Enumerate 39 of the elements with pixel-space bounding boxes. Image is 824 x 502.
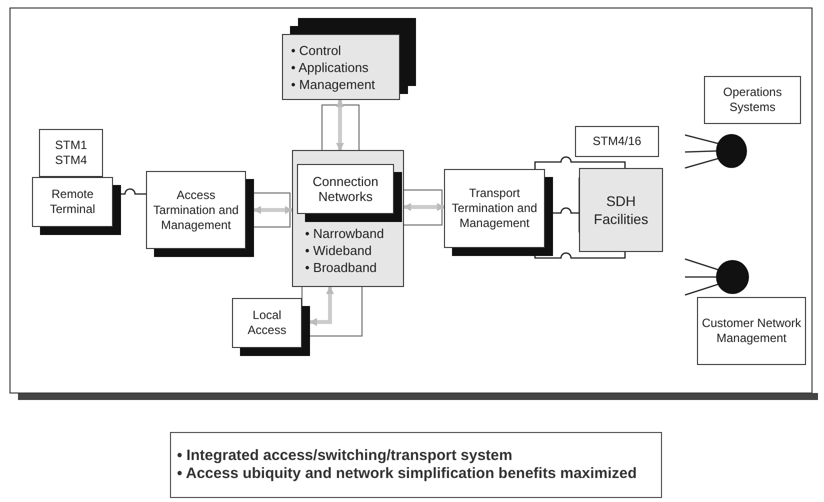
box-label: Remote Terminal <box>48 187 96 217</box>
box-label: Operations Systems <box>722 85 783 115</box>
interface-arrow <box>403 203 445 211</box>
system-box <box>704 76 801 124</box>
connector-line <box>684 157 720 169</box>
signal-rate-box <box>39 129 103 177</box>
connector-line <box>685 276 716 278</box>
box-label: STM4/16 <box>592 134 642 149</box>
connector-line <box>534 156 626 169</box>
connector-line <box>684 258 720 271</box>
connector-line <box>534 252 626 259</box>
interface-arrow <box>253 206 293 214</box>
box-label: Connection Networks <box>312 174 380 204</box>
connector-line <box>684 134 720 145</box>
summary-box <box>170 432 662 498</box>
connector-line <box>684 150 716 153</box>
network-group-panel <box>292 150 404 287</box>
list-item: • Narrowband <box>305 225 384 242</box>
list-item: • Wideband <box>305 242 372 259</box>
list-item: • Integrated access/switching/transport system <box>177 447 512 465</box>
list-item: • Applications <box>291 58 369 76</box>
function-card <box>282 34 400 100</box>
box-label: Transport Termination and Management <box>450 186 538 231</box>
box-label: Local Access <box>246 308 288 338</box>
signal-rate-box <box>575 126 659 157</box>
box-label: Access Tarmination and Management <box>152 188 240 232</box>
box-label: SDH Facilities <box>592 192 650 228</box>
list-item: • Management <box>291 76 376 92</box>
connector-line <box>684 283 720 296</box>
interface-arrow <box>336 99 344 151</box>
list-item: • Access ubiquity and network simplification benefits maximized <box>177 465 637 483</box>
system-box <box>697 297 806 365</box>
box-label: STM1 STM4 <box>54 138 88 168</box>
facility-box <box>579 168 663 252</box>
list-item: • Control <box>291 42 342 58</box>
connector-line <box>553 207 579 214</box>
list-item: • Broadband <box>305 259 377 276</box>
interface-arrow <box>309 286 334 326</box>
box-label: Customer Network Management <box>700 316 802 346</box>
